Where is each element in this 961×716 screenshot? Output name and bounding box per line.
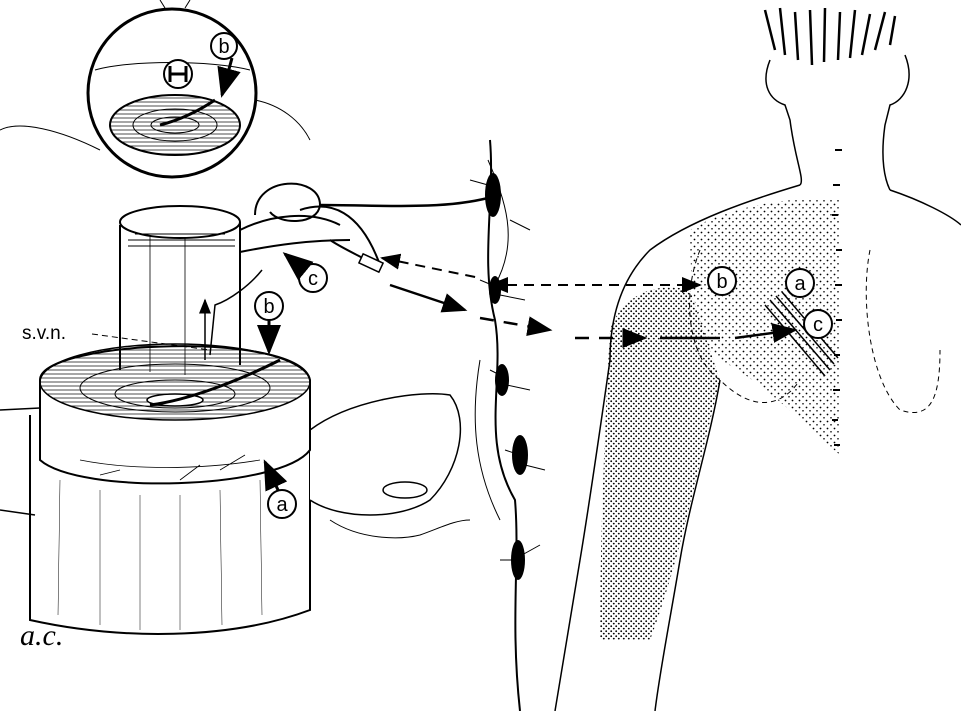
- vertebra-label-c: c: [308, 268, 318, 290]
- vertebra-label-b: b: [263, 296, 274, 318]
- artist-signature: a.c.: [20, 619, 63, 652]
- back-label-c: c: [813, 314, 823, 336]
- vertebra-illustration: a b c s.v.n. a.c.: [0, 184, 488, 652]
- cross-section-inset: b: [0, 0, 310, 177]
- patient-back-figure: b a c: [555, 8, 961, 711]
- sympathetic-chain: [470, 140, 545, 711]
- inset-label-b: b: [218, 36, 229, 58]
- vertebra-label-a: a: [276, 494, 288, 516]
- label-svn: s.v.n.: [22, 323, 66, 344]
- back-label-a: a: [794, 273, 806, 295]
- back-label-b: b: [716, 271, 727, 293]
